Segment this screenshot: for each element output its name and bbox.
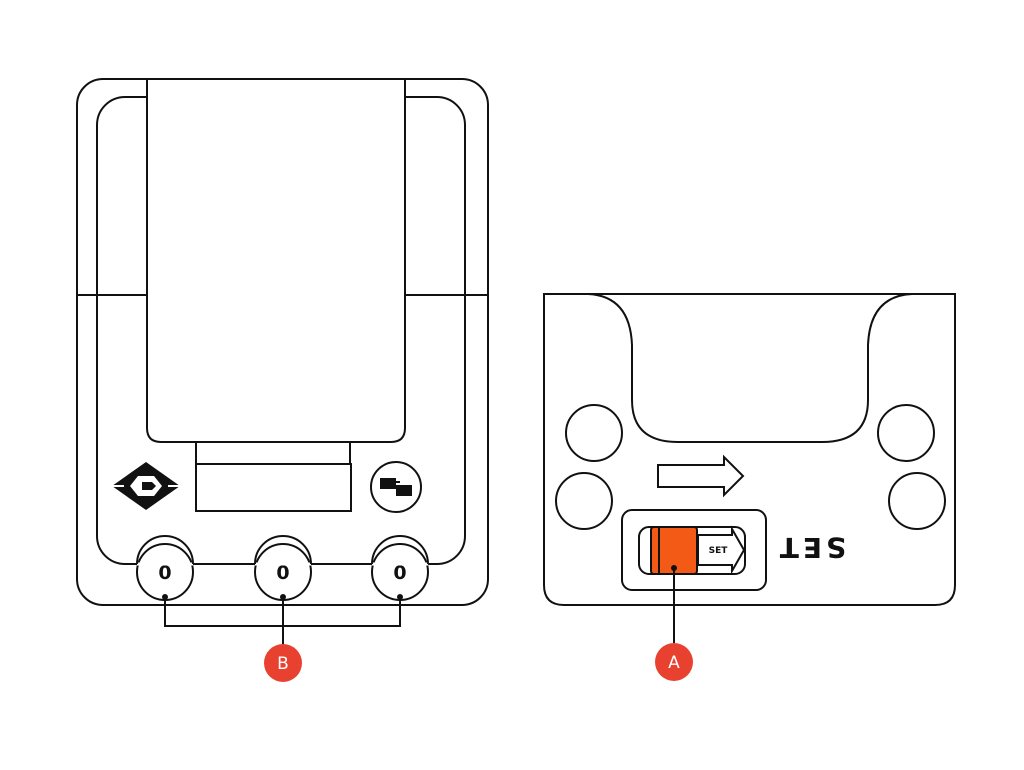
set-arrow-icon	[697, 525, 746, 575]
dial-1-value: 0	[158, 562, 171, 584]
screw-hole-bottom-left	[555, 472, 613, 530]
back-top-cutout	[587, 293, 913, 443]
slider-set-label: SET	[709, 546, 729, 556]
slot-window	[195, 463, 352, 512]
back-outer-body	[543, 293, 956, 606]
callout-a-label: A	[668, 653, 680, 673]
screw-hole-top-right	[877, 404, 935, 462]
callout-b: B	[264, 644, 302, 682]
diamond-chevron-logo-icon	[112, 462, 180, 510]
front-view: 0 0 0 B	[76, 78, 489, 682]
set-label-mirrored: SET	[776, 531, 846, 564]
dial-3-value: 0	[393, 562, 406, 584]
callout-b-leader	[162, 594, 403, 646]
screw-hole-bottom-right	[888, 472, 946, 530]
dial-1[interactable]: 0	[136, 543, 194, 601]
back-view: SET SET A	[543, 293, 956, 681]
screw-hole-top-left	[565, 404, 623, 462]
callout-a: A	[655, 643, 693, 681]
callout-a-leader	[671, 565, 677, 643]
dial-2-value: 0	[276, 562, 289, 584]
set-slider-recess	[621, 509, 767, 591]
dial-3[interactable]: 0	[371, 543, 429, 601]
callout-b-label: B	[277, 654, 289, 674]
front-top-flap	[146, 78, 406, 443]
right-arrow-icon	[657, 454, 745, 498]
tsa-lock-icon	[370, 461, 422, 513]
dial-2[interactable]: 0	[254, 543, 312, 601]
